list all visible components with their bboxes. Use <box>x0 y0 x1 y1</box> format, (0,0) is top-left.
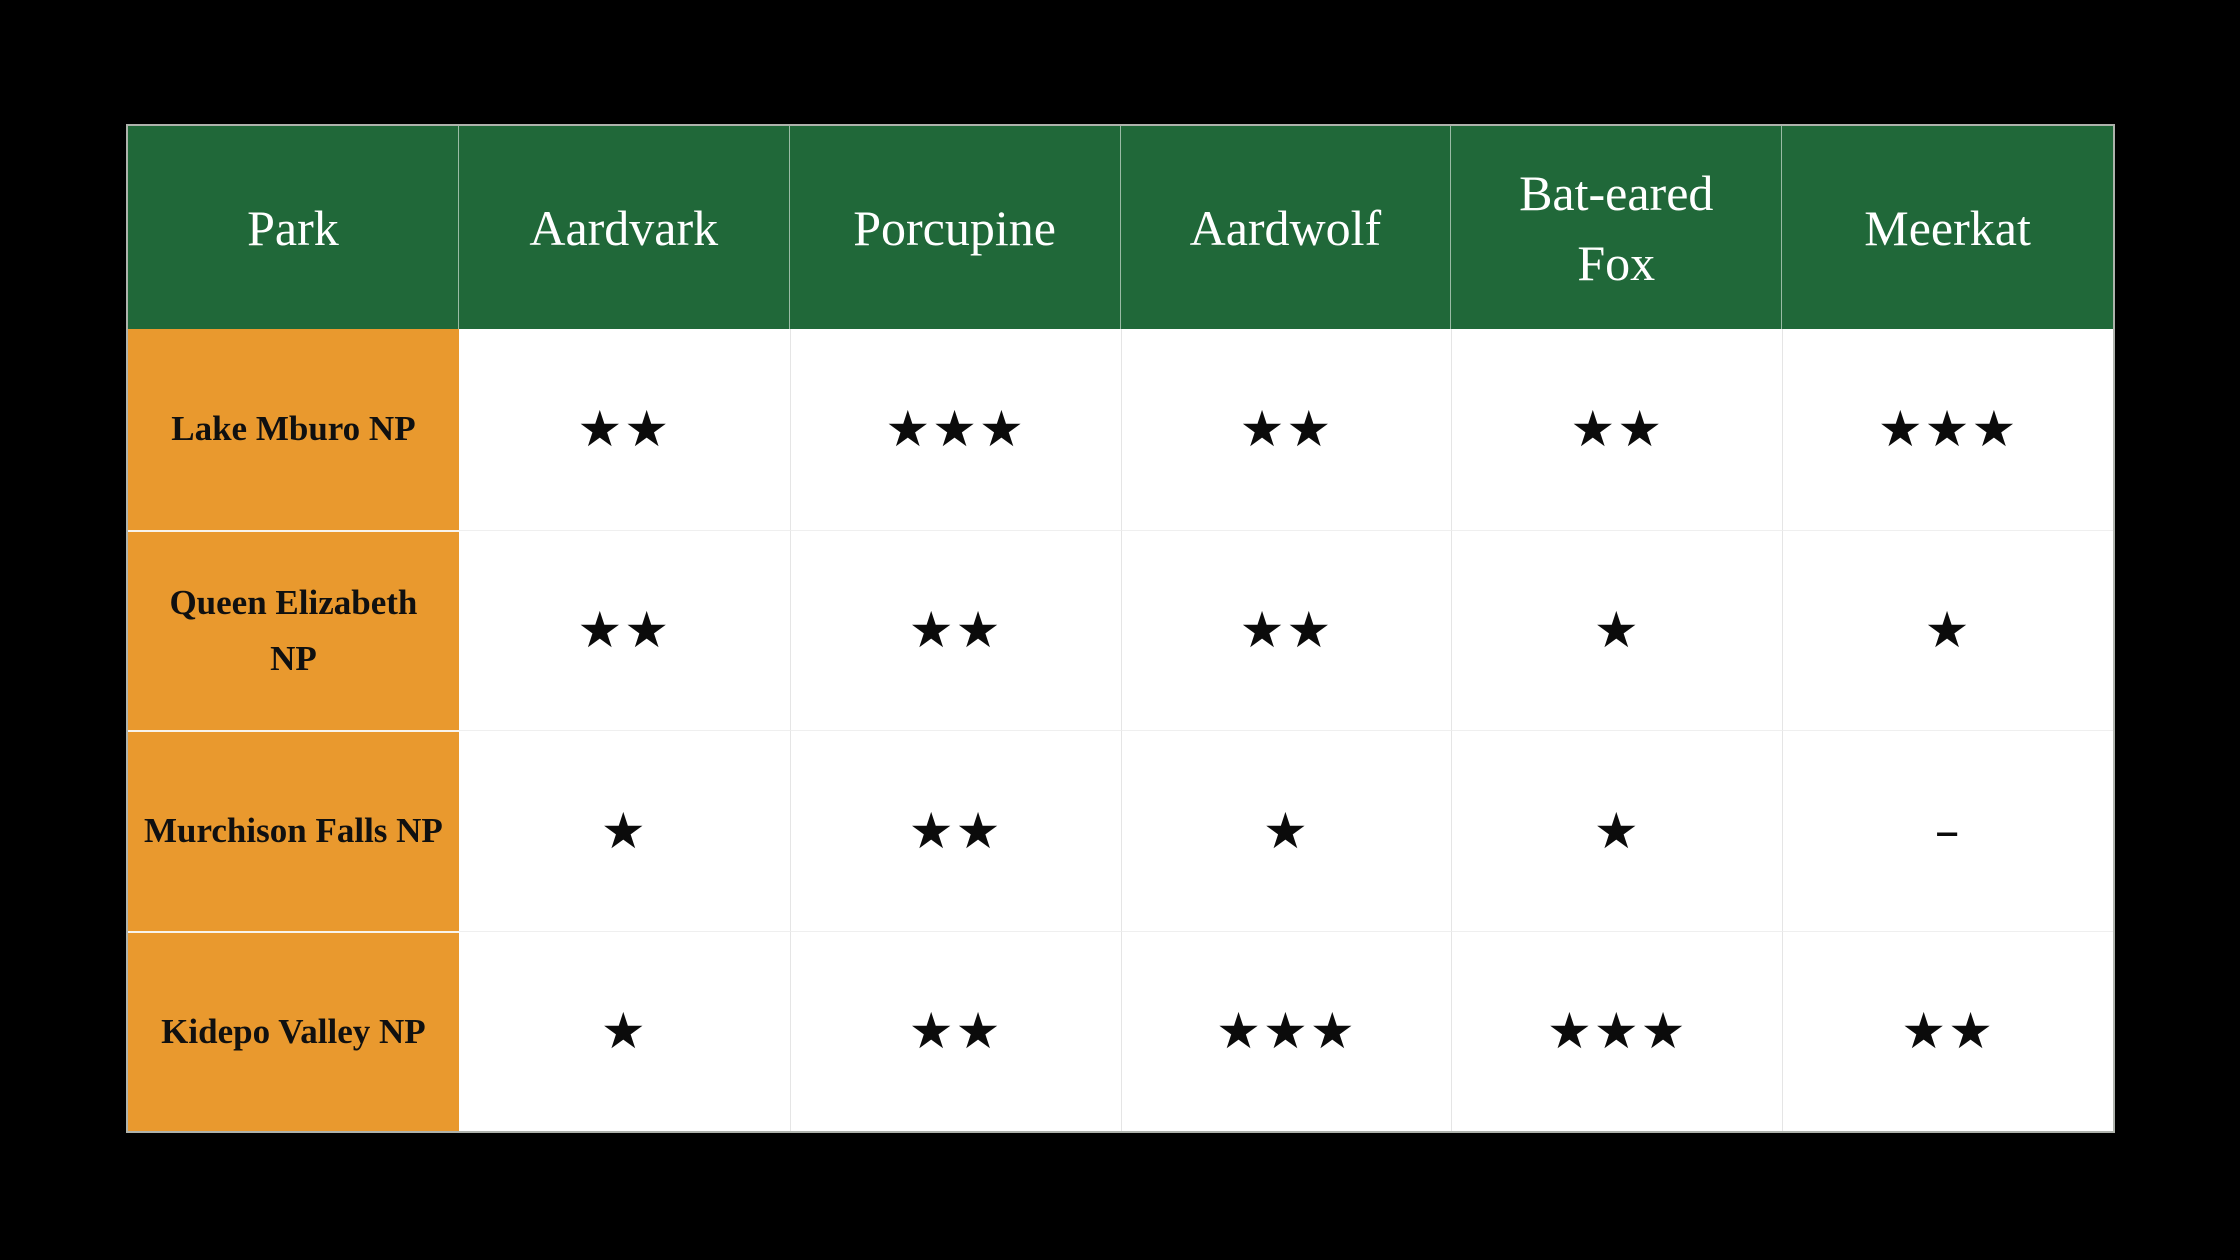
wildlife-sighting-ratings-table: Park Aardvark Porcupine Aardwolf Bat-ear… <box>126 124 2115 1133</box>
column-header-aardwolf: Aardwolf <box>1120 126 1452 329</box>
column-header-bat-eared-fox: Bat-eared Fox <box>1451 126 1783 329</box>
column-header-aardvark: Aardvark <box>458 126 790 329</box>
rating-queen-elizabeth-aardvark: ★★ <box>458 529 790 730</box>
rating-murchison-falls-aardvark: ★ <box>458 730 790 931</box>
rating-lake-mburo-aardwolf: ★★ <box>1120 329 1452 530</box>
rating-kidepo-valley-porcupine: ★★ <box>789 930 1121 1131</box>
rating-queen-elizabeth-aardwolf: ★★ <box>1120 529 1452 730</box>
rating-kidepo-valley-aardwolf: ★★★ <box>1120 930 1452 1131</box>
column-header-park: Park <box>128 126 459 329</box>
column-header-meerkat: Meerkat <box>1782 126 2113 329</box>
rating-lake-mburo-bat-eared-fox: ★★ <box>1451 329 1783 530</box>
rating-lake-mburo-porcupine: ★★★ <box>789 329 1121 530</box>
rating-murchison-falls-meerkat-missing: – <box>1782 730 2113 931</box>
row-header-lake-mburo-np: Lake Mburo NP <box>128 329 459 530</box>
rating-murchison-falls-porcupine: ★★ <box>789 730 1121 931</box>
rating-kidepo-valley-aardvark: ★ <box>458 930 790 1131</box>
rating-murchison-falls-bat-eared-fox: ★ <box>1451 730 1783 931</box>
rating-queen-elizabeth-meerkat: ★ <box>1782 529 2113 730</box>
rating-lake-mburo-aardvark: ★★ <box>458 329 790 530</box>
rating-queen-elizabeth-porcupine: ★★ <box>789 529 1121 730</box>
rating-murchison-falls-aardwolf: ★ <box>1120 730 1452 931</box>
column-header-porcupine: Porcupine <box>789 126 1121 329</box>
row-header-kidepo-valley-np: Kidepo Valley NP <box>128 930 459 1131</box>
rating-kidepo-valley-bat-eared-fox: ★★★ <box>1451 930 1783 1131</box>
rating-kidepo-valley-meerkat: ★★ <box>1782 930 2113 1131</box>
row-header-queen-elizabeth-np: Queen Elizabeth NP <box>128 529 459 730</box>
rating-queen-elizabeth-bat-eared-fox: ★ <box>1451 529 1783 730</box>
row-header-murchison-falls-np: Murchison Falls NP <box>128 730 459 931</box>
rating-lake-mburo-meerkat: ★★★ <box>1782 329 2113 530</box>
